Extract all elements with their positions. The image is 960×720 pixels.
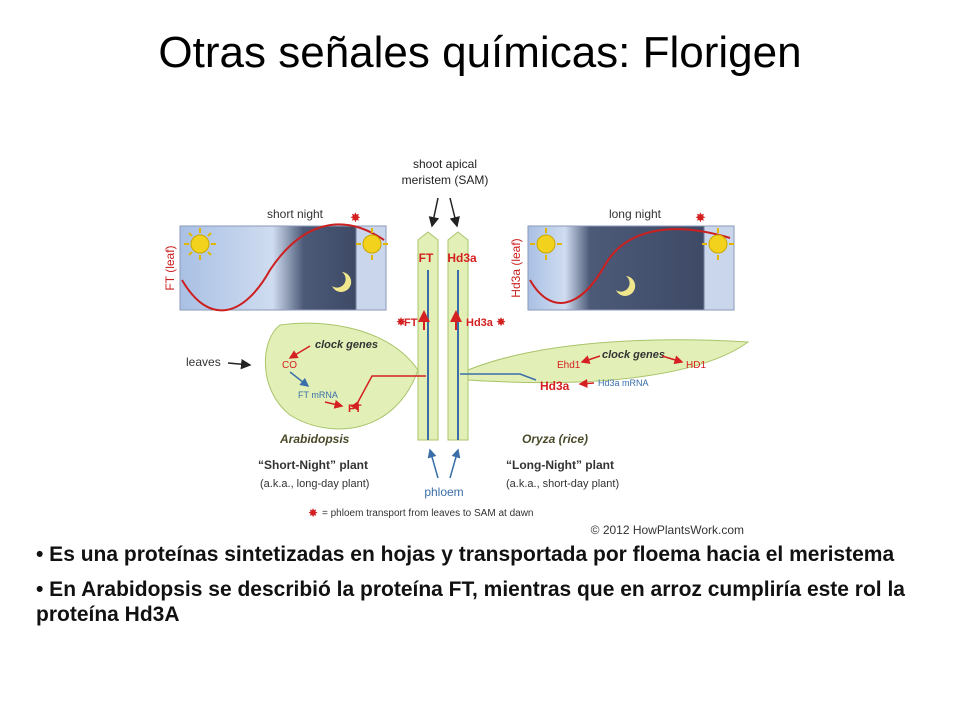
long-night-label: long night [609,207,662,221]
mrna-to-hd3a-arrow [578,378,595,388]
rice-leaf [467,339,750,384]
sam-arrow-right [449,197,460,228]
bullet-list: • Es una proteínas sintetizadas en hojas… [36,542,916,637]
sam-label-line2: meristem (SAM) [402,173,489,187]
copyright: © 2012 HowPlantsWork.com [591,523,744,537]
red-star-icon: ✸ [695,210,706,225]
long-night-plant-label: “Long-Night” plant [506,458,614,472]
sun-icon [184,228,216,260]
hd3a-transport-label: Hd3a [466,317,494,329]
oryza-label: Oryza (rice) [522,432,588,446]
phloem-label: phloem [424,485,463,499]
sun-icon [702,228,734,260]
leaves-label: leaves [186,355,221,369]
ft-stem-label: FT [419,251,434,265]
arabidopsis-label: Arabidopsis [279,432,350,446]
hd3a-leaf-curve [529,228,731,304]
short-night-label: short night [267,207,324,221]
red-star-icon: ✸ [496,315,506,329]
moon-icon [616,276,636,296]
clock-to-co-arrow [288,345,311,359]
red-star-icon: ✸ [308,506,318,520]
sam-label-line1: shoot apical [413,157,477,171]
legend-label: = phloem transport from leaves to SAM at… [322,508,534,519]
phloem-arrow-left [427,448,439,479]
co-to-mrna-arrow [289,371,310,387]
short-night-aka-label: (a.k.a., long-day plant) [260,478,369,490]
phloem-arrow-right [449,448,461,479]
short-night-sky [179,225,387,311]
ft-transport-label: FT [404,317,418,329]
hd3a-leaf-axis-label: Hd3a (leaf) [509,238,523,297]
short-night-plant-label: “Short-Night” plant [258,458,368,472]
ehd1-label: Ehd1 [557,360,581,371]
red-star-icon: ✸ [396,315,406,329]
ft-mrna-label: FT mRNA [298,390,338,400]
long-night-aka-label: (a.k.a., short-day plant) [506,478,619,490]
bullet-item: • En Arabidopsis se describió la proteín… [36,578,905,626]
clock-to-ehd1-arrow [580,355,601,364]
clock-to-hd1-arrow [661,355,684,365]
bullet-item: • Es una proteínas sintetizadas en hojas… [36,543,895,566]
ft-leaf-label: FT [348,403,362,415]
moon-icon [332,272,352,292]
sun-icon [356,228,388,260]
florigen-diagram: shoot apical meristem (SAM) short night … [163,157,750,537]
mrna-to-ft-arrow [324,399,344,409]
hd3a-stem-label: Hd3a [447,251,477,265]
clock-genes-left: clock genes [315,339,378,351]
sam-arrow-left [428,197,440,228]
co-label: CO [282,360,297,371]
ft-leaf-axis-label: FT (leaf) [163,245,177,290]
hd1-label: HD1 [686,360,706,371]
sun-icon [530,228,562,260]
red-star-icon: ✸ [350,210,361,225]
ft-leaf-curve [181,223,385,312]
ft-to-phloem-arrow [350,375,426,411]
hd3a-to-phloem-arrow [460,373,537,381]
hd3a-leaf-label: Hd3a [540,379,570,393]
hd3a-mrna-label: Hd3a mRNA [598,378,649,388]
slide-title: Otras señales químicas: Florigen [158,28,802,77]
leaves-arrow [227,358,252,370]
clock-genes-right: clock genes [602,349,665,361]
